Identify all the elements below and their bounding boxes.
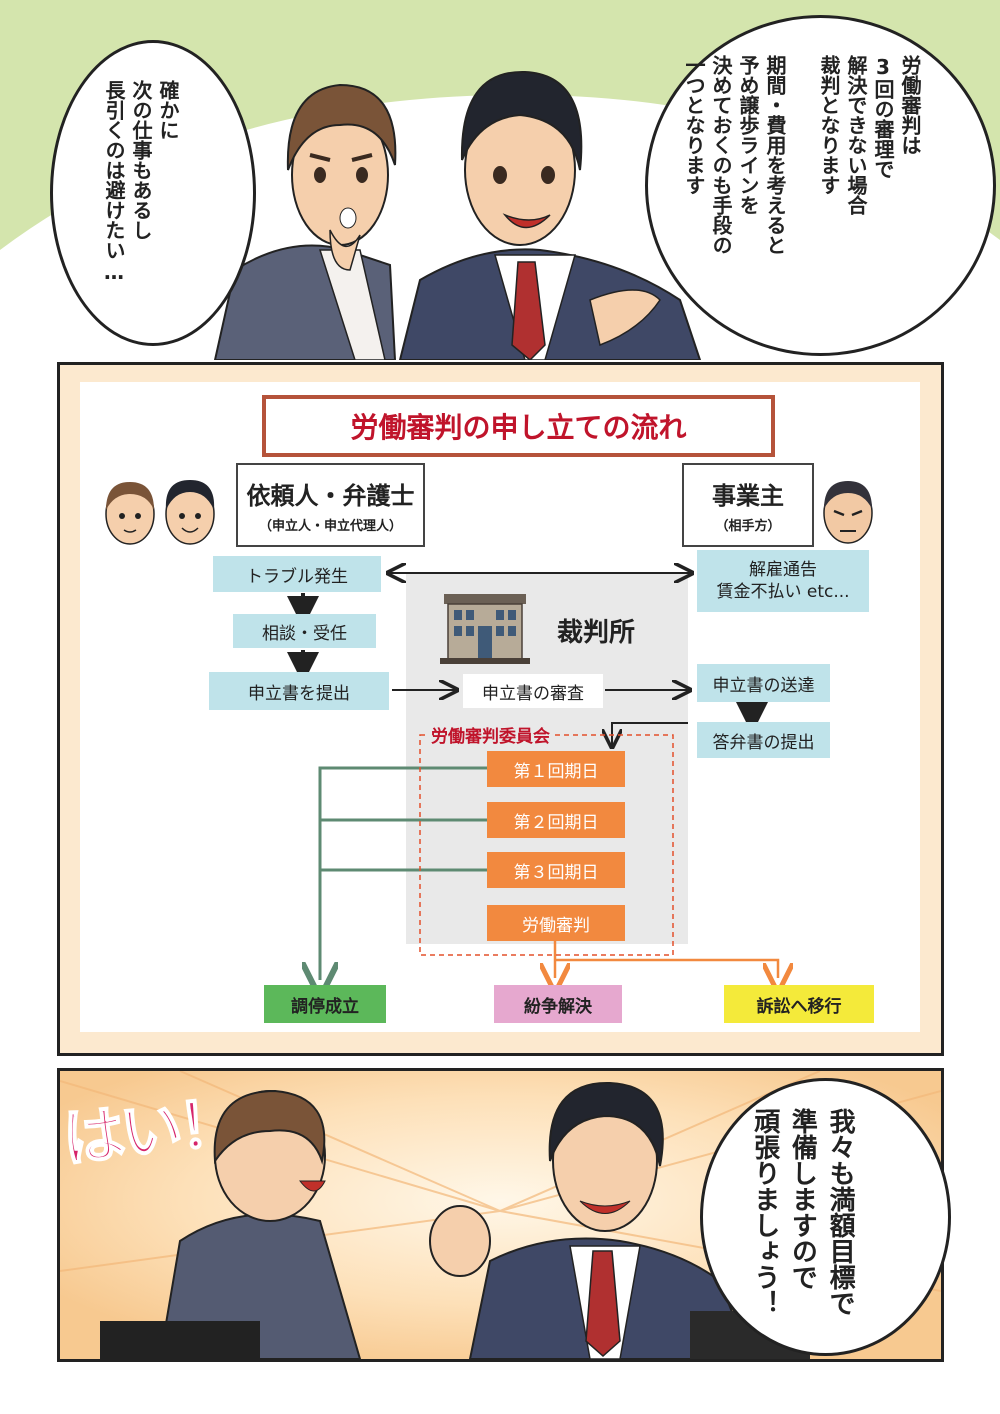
speech-bubble-right [645, 15, 996, 356]
man-left-illustration [213, 83, 397, 360]
man-right-illustration [398, 70, 702, 360]
speech-line: 準備しますので [787, 1108, 818, 1290]
step-review: 申立書の審査 [463, 674, 603, 708]
man-front-illustration [429, 1081, 810, 1359]
hearing-2: 第２回期日 [487, 802, 625, 838]
step-trouble: トラブル発生 [213, 556, 381, 592]
speech-line: 長引くのは避けたい… [102, 80, 126, 284]
speech-line: 期間・費用を考えると [763, 55, 787, 255]
client-faces-icon [105, 480, 215, 545]
client-box: 依頼人・弁護士 （申立人・申立代理人） [236, 463, 425, 547]
man-back-illustration [100, 1089, 362, 1359]
outcome-settlement: 調停成立 [264, 985, 386, 1023]
speech-text-right: 労働審判は 3回の審理で 解決できない場合 裁判となります 期間・費用を考えると… [680, 55, 923, 335]
speech-bubble-left [50, 40, 256, 346]
diagram-title: 労働審判の申し立ての流れ [262, 395, 775, 457]
court-label: 裁判所 [557, 618, 636, 648]
top-panel: 確かに 次の仕事もあるし 長引くのは避けたい… 労働審判は 3回の審理で 解決で… [0, 0, 1000, 360]
speech-line: 頑張りましょう！ [749, 1108, 780, 1316]
speech-text-left: 確かに 次の仕事もあるし 長引くのは避けたい… [100, 80, 181, 320]
step-answer: 答弁書の提出 [697, 722, 830, 758]
court-building-icon [440, 594, 530, 664]
client-sub: （申立人・申立代理人） [258, 519, 402, 534]
employer-name: 事業主 [712, 482, 784, 510]
issue-line-2: 賃金不払い etc... [716, 582, 850, 602]
speech-line: 予め譲歩ラインを [736, 55, 760, 215]
speech-line: 解決できない場合 [844, 55, 868, 215]
committee-label: 労働審判委員会 [428, 722, 553, 747]
employer-face-icon [823, 481, 873, 544]
client-name: 依頼人・弁護士 [246, 482, 415, 510]
speech-line: 次の仕事もあるし [129, 80, 153, 240]
employer-sub: （相手方） [715, 519, 781, 534]
step-delivery: 申立書の送達 [697, 664, 830, 702]
exclaim-text: はい！ [58, 1084, 241, 1177]
outcome-lawsuit: 訴訟へ移行 [724, 985, 874, 1023]
speech-text-bottom: 我々も満額目標で 準備しますので 頑張りましょう！ [745, 1108, 858, 1328]
speech-line: 3回の審理で [871, 55, 895, 179]
speech-line: 一つとなります [682, 55, 706, 195]
step-consult: 相談・受任 [233, 614, 376, 648]
speech-line: 我々も満額目標で [825, 1108, 856, 1316]
speech-bubble-bottom [700, 1078, 951, 1356]
step-issue: 解雇通告 賃金不払い etc... [697, 550, 869, 612]
employer-box: 事業主 （相手方） [682, 463, 814, 547]
outcome-resolved: 紛争解決 [494, 985, 622, 1023]
hearing-1: 第１回期日 [487, 751, 625, 787]
speech-line: 確かに [156, 80, 180, 140]
issue-line-1: 解雇通告 [749, 559, 817, 580]
speech-line: 決めておくのも手段の [709, 55, 733, 255]
speech-line: 裁判となります [817, 55, 841, 195]
step-submit: 申立書を提出 [209, 672, 389, 710]
hearing-judgment: 労働審判 [487, 905, 625, 941]
hearing-3: 第３回期日 [487, 852, 625, 888]
speech-line: 労働審判は [898, 55, 922, 155]
